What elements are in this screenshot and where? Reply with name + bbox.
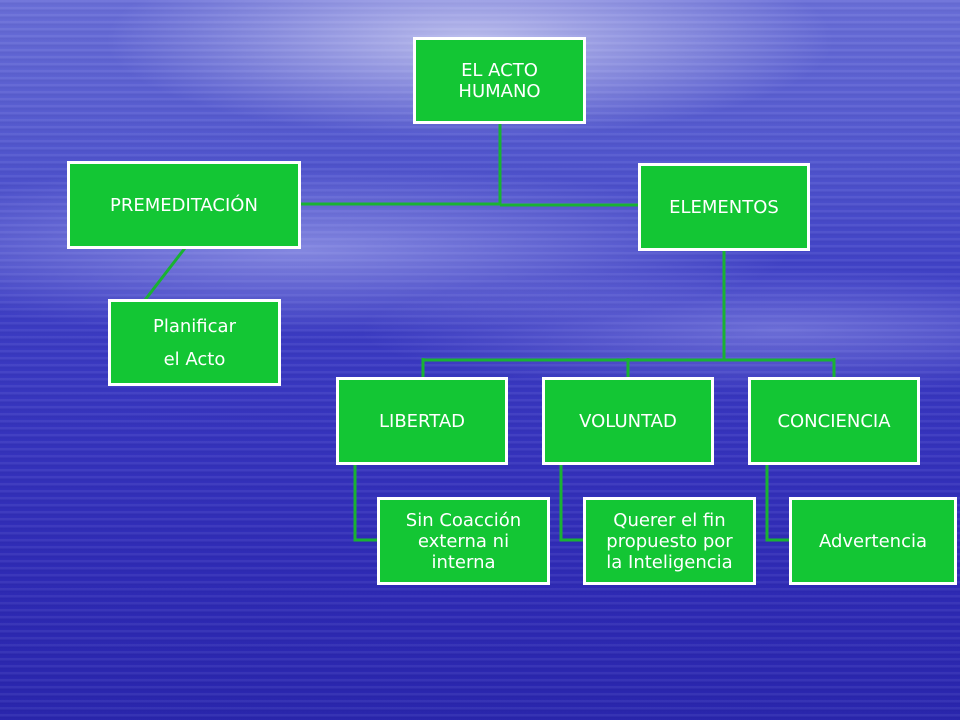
node-premeditacion: PREMEDITACIÓN [67,161,301,249]
node-elementos: ELEMENTOS [638,163,810,251]
node-advertencia-label: Advertencia [818,530,928,552]
node-planificar-label: Planificar el Acto [153,315,236,370]
connector-voluntad-detail [559,463,586,542]
node-elementos-label: ELEMENTOS [669,196,779,218]
node-el-acto-humano-label: EL ACTO HUMANO [458,59,541,102]
node-conciencia-label: CONCIENCIA [777,410,891,432]
node-sin-coaccion: Sin Coacción externa ni interna [377,497,550,585]
node-libertad: LIBERTAD [336,377,508,465]
node-voluntad: VOLUNTAD [542,377,714,465]
connector-premeditacion-planificar [143,247,187,301]
node-voluntad-label: VOLUNTAD [579,410,677,432]
node-conciencia: CONCIENCIA [748,377,920,465]
node-sin-coaccion-label: Sin Coacción externa ni interna [405,509,522,573]
node-querer: Querer el fin propuesto por la Inteligen… [583,497,756,585]
node-libertad-label: LIBERTAD [378,410,466,432]
node-premeditacion-label: PREMEDITACIÓN [110,194,258,216]
node-planificar: Planificar el Acto [108,299,281,386]
node-querer-label: Querer el fin propuesto por la Inteligen… [606,509,733,573]
node-el-acto-humano: EL ACTO HUMANO [413,37,586,124]
node-advertencia: Advertencia [789,497,957,585]
connector-conciencia-detail [765,463,792,542]
connector-libertad-detail [353,463,380,542]
